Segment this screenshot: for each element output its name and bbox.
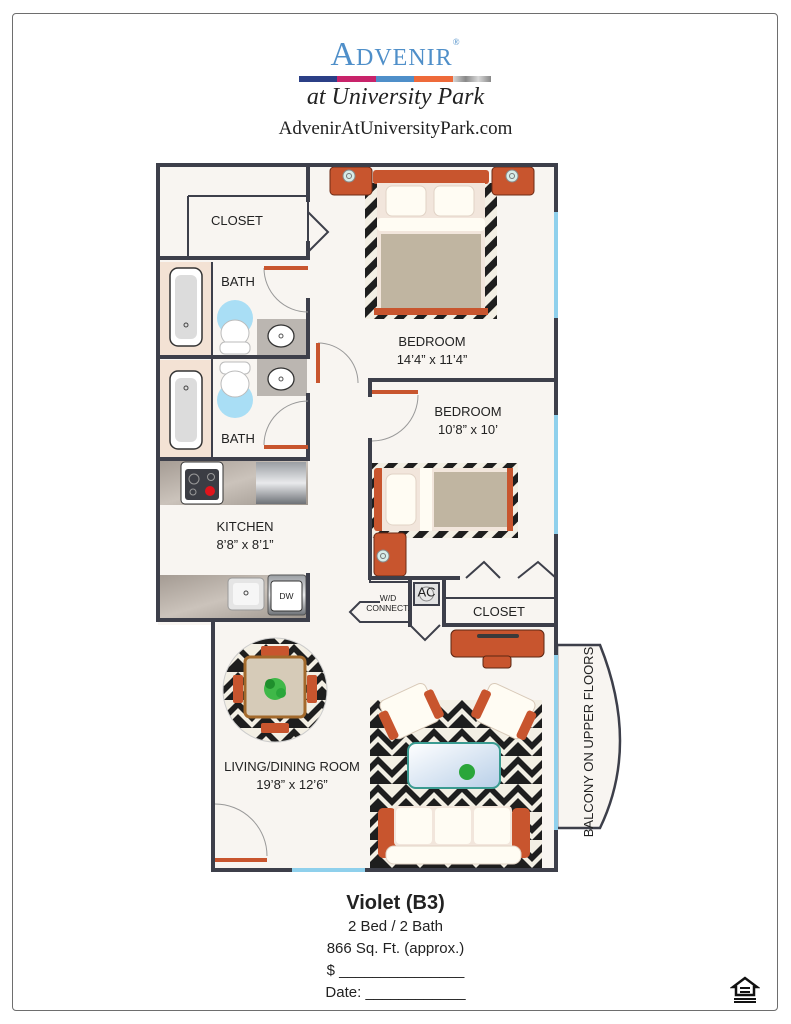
wd-label-line2: CONNECT.: [366, 603, 409, 613]
bedroom-2-size: 10’8” x 10’: [438, 422, 498, 437]
bar-segment: [299, 76, 338, 82]
bedroom-2-label: BEDROOM: [434, 404, 501, 419]
price-field: $ _______________: [326, 962, 465, 979]
website-link[interactable]: AdvenirAtUniversityPark.com: [278, 118, 513, 139]
equal-housing-opportunity-icon: [730, 976, 760, 1003]
bath-2-label: BATH: [221, 431, 255, 446]
bar-segment: [337, 76, 376, 82]
square-footage: 866 Sq. Ft. (approx.): [326, 940, 465, 957]
brand-logo: Advenir®: [0, 38, 791, 72]
bathtub-2: [169, 370, 203, 450]
nightstand-right: [491, 166, 535, 196]
windows: [292, 212, 558, 872]
plan-name: Violet (B3): [346, 892, 445, 914]
brand-name: Advenir: [330, 36, 453, 73]
doors: [214, 266, 419, 862]
sink-2: [267, 367, 295, 391]
twin-bed: [374, 468, 513, 531]
beds-baths: 2 Bed / 2 Bath: [347, 918, 444, 935]
coffee-table: [407, 742, 501, 789]
balcony-outline: [555, 643, 622, 830]
bath-1-label: BATH: [221, 274, 255, 289]
kitchen-label: KITCHEN: [216, 519, 273, 534]
nightstand-left: [329, 166, 373, 196]
toilet-1: [219, 319, 251, 355]
registered-mark: ®: [452, 37, 461, 47]
toilet-2: [219, 361, 251, 398]
dishwasher: DW: [267, 574, 307, 616]
armchair-left: [378, 682, 444, 741]
bar-segment: [452, 76, 492, 82]
stove: [180, 461, 224, 505]
nightstand-bedroom-2: [373, 532, 407, 577]
page-frame: [12, 13, 778, 1011]
dishwasher-label: DW: [279, 591, 293, 601]
closet-mid-label: CLOSET: [473, 604, 525, 619]
armchair-right: [471, 682, 537, 741]
bar-segment: [414, 76, 453, 82]
living-label: LIVING/DINING ROOM: [224, 759, 360, 774]
dining-set: [222, 637, 328, 743]
ac-unit: [419, 586, 434, 602]
bathtub-1: [169, 267, 203, 347]
sink-1: [267, 324, 295, 348]
brand-subtitle: at University Park: [306, 84, 485, 110]
sofa: [378, 806, 530, 865]
kitchen-sink: [227, 577, 265, 611]
tv-console: [450, 629, 545, 669]
balcony-label: BALCONY ON UPPER FLOORS: [581, 646, 596, 837]
bedroom-1-label: BEDROOM: [398, 334, 465, 349]
bar-segment: [375, 76, 415, 82]
living-size: 19’8” x 12’6”: [256, 777, 328, 792]
refrigerator: [256, 462, 306, 504]
wd-label-line1: W/D: [380, 593, 397, 603]
date-field: Date: ____________: [325, 984, 466, 1001]
closet-top-label: CLOSET: [211, 213, 263, 228]
ac-label: AC: [417, 585, 435, 600]
queen-bed: [373, 170, 489, 315]
kitchen-size: 8’8” x 8’1”: [216, 537, 273, 552]
brand-color-bar: [299, 76, 492, 82]
bedroom-1-size: 14’4” x 11’4”: [397, 352, 468, 367]
